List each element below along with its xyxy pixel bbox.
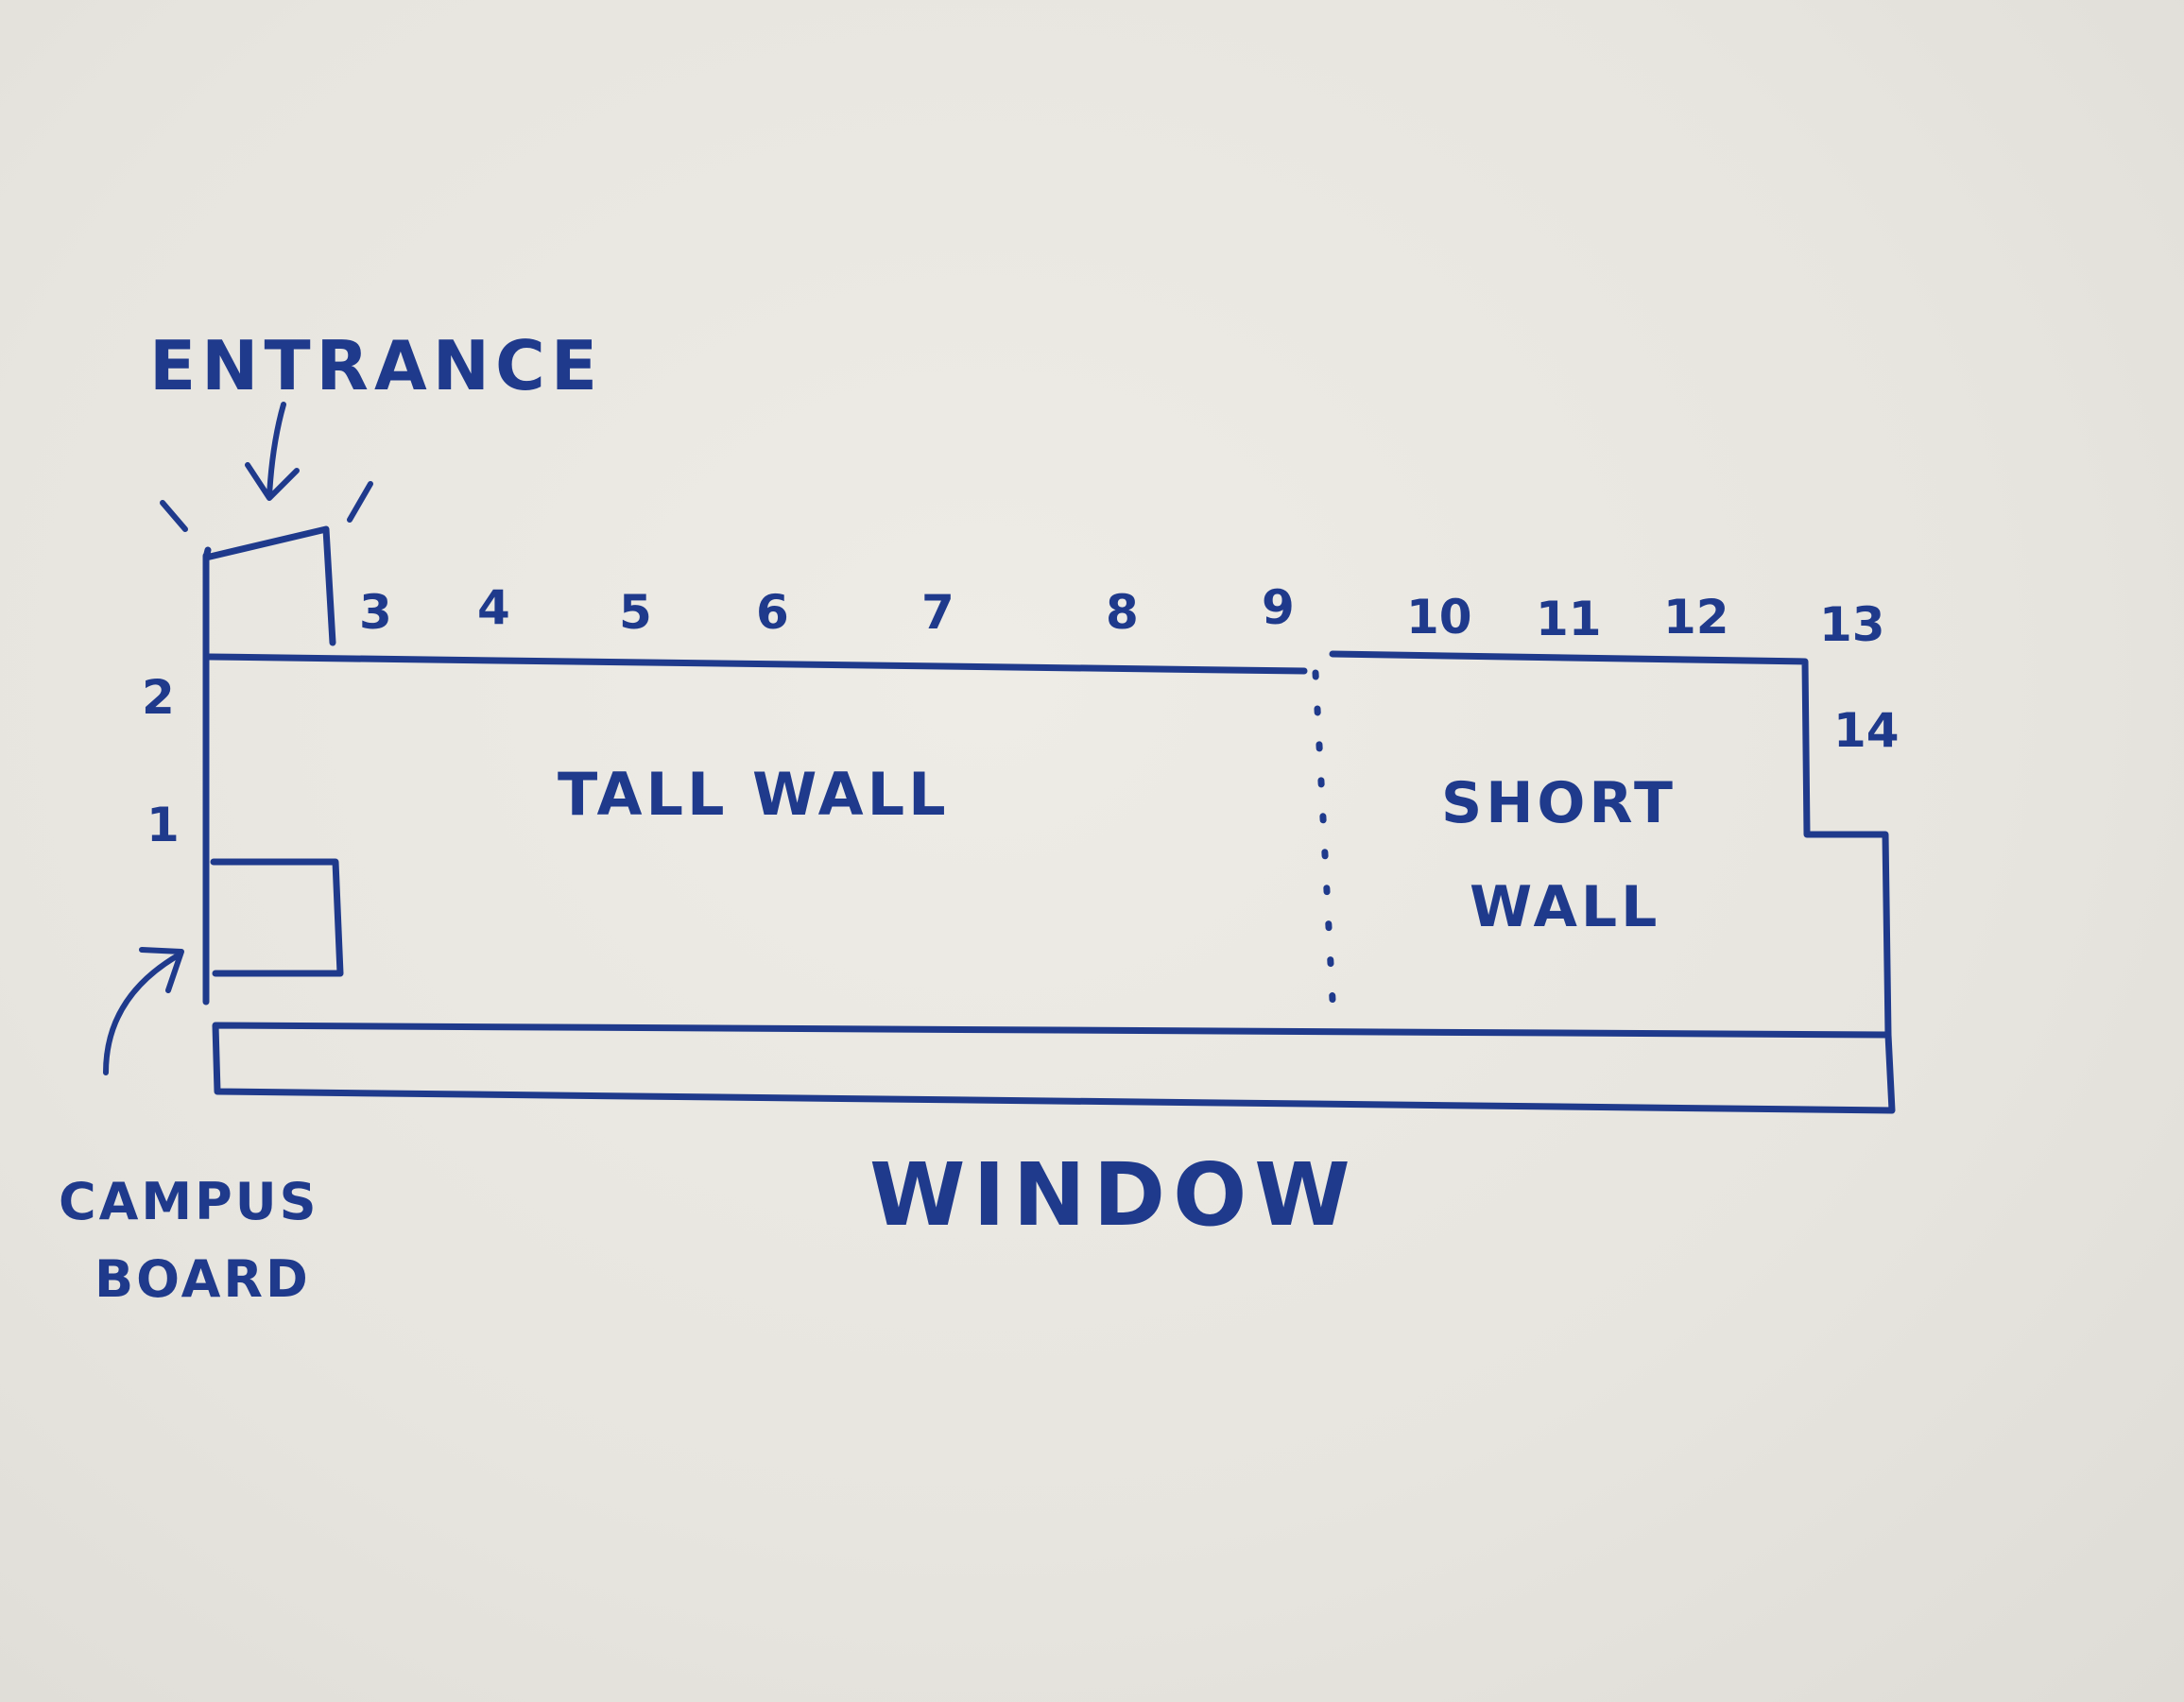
short-wall-label-line2: WALL	[1470, 874, 1660, 940]
wall-number-13: 13	[1819, 597, 1885, 652]
wall-number-5: 5	[619, 585, 652, 640]
tall-wall-label: TALL WALL	[558, 760, 950, 829]
campus-board	[210, 858, 344, 977]
wall-outline	[202, 648, 1892, 1039]
campus-board-label-line1: CAMPUS	[59, 1172, 318, 1231]
wall-number-7: 7	[921, 585, 954, 640]
campus-board-label-line2: BOARD	[95, 1249, 311, 1309]
wall-number-2: 2	[142, 670, 175, 725]
entrance-label: ENTRANCE	[149, 326, 603, 405]
wall-number-14: 14	[1833, 703, 1900, 758]
short-wall-label-line1: SHORT	[1441, 770, 1677, 836]
wall-number-12: 12	[1663, 590, 1729, 645]
wall-number-9: 9	[1262, 580, 1295, 635]
wall-number-8: 8	[1106, 585, 1139, 640]
wall-number-11: 11	[1536, 592, 1602, 646]
campus-board-arrow	[103, 947, 184, 1075]
wall-number-6: 6	[756, 585, 789, 640]
entrance-tick-left	[160, 500, 188, 532]
entrance-arrow	[245, 402, 300, 501]
window-outline	[212, 1022, 1896, 1114]
wall-number-1: 1	[146, 798, 180, 852]
wall-number-4: 4	[477, 580, 510, 635]
window-label: WINDOW	[869, 1144, 1358, 1246]
entrance-tick-right	[347, 481, 373, 523]
wall-number-3: 3	[359, 585, 392, 640]
entrance-door	[202, 525, 336, 656]
wall-divider	[1312, 669, 1336, 1004]
wall-number-10: 10	[1406, 590, 1472, 645]
